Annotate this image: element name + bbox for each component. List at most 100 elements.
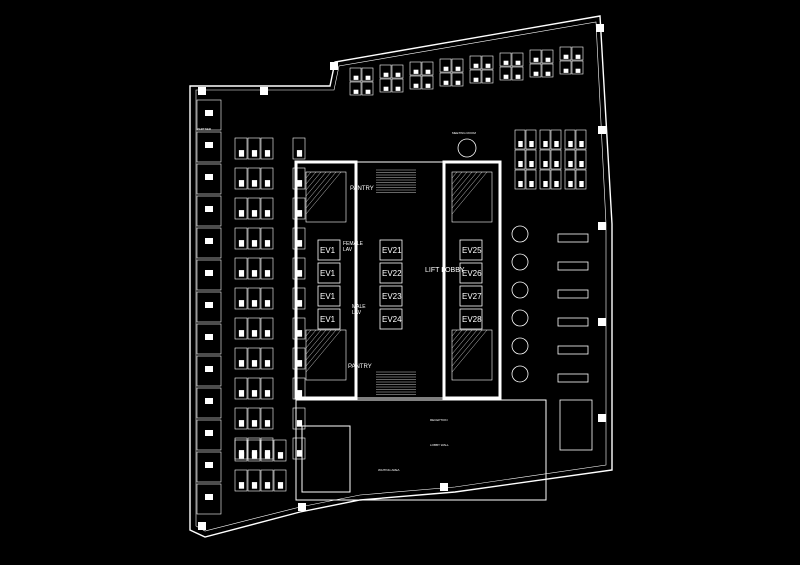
workstation-west-chair [296,240,303,247]
partner-desk [205,270,213,276]
workstation-west-chair [238,360,245,367]
workstation-west-chair [238,150,245,157]
workstation-west [247,137,261,160]
partner-desk [205,462,213,468]
workstation-northeast-chair [554,141,559,147]
workstation-west [292,257,306,280]
board-room [301,425,351,493]
workstation-west-chair [296,360,303,367]
workstation-northeast-chair [518,181,523,187]
workstation-southwest [247,439,261,462]
workstation-north [361,67,374,82]
workstation-west-chair [296,270,303,277]
workstation-north [391,78,404,93]
shaft-hatch [305,171,337,209]
workstation-west-chair [238,180,245,187]
shaft-hatch [305,329,322,349]
workstation-west [292,377,306,400]
workstation-northeast-chair [529,161,534,167]
workstation-north [409,61,422,76]
workstation-north-chair [383,86,389,91]
workstation-north [409,75,422,90]
partner-office [196,323,222,355]
workstation-north [349,81,362,96]
workstation-north [361,81,374,96]
workstation-north-chair [455,66,461,71]
meeting-table [511,281,529,299]
right-lift-label: EV25 [462,246,482,255]
core-shaft [451,171,493,223]
building-inner-outline [195,21,607,532]
workstation-northeast [514,169,526,190]
workstation-north-chair [353,75,359,80]
workstation-west [247,407,261,430]
partner-desk [205,398,213,404]
workstation-west-chair [296,210,303,217]
workstation-west-chair [238,240,245,247]
conference-table [557,261,589,271]
workstation-west-chair [264,300,271,307]
reception-label: RECEPTION [430,418,448,422]
workstation-north-chair [455,80,461,85]
workstation-north [559,46,572,61]
workstation-southwest [234,439,248,462]
structural-column [598,318,606,326]
workstation-northeast [525,129,537,150]
workstation-west [292,197,306,220]
conference-table [557,373,589,383]
right-lift-car [459,308,483,330]
workstation-northeast [550,129,562,150]
workstation-north [541,63,554,78]
workstation-west [260,197,274,220]
workstation-north-chair [563,68,569,73]
workstation-north [481,55,494,70]
workstation-west [292,137,306,160]
workstation-west [292,407,306,430]
workstation-north-chair [515,74,521,79]
right-lift-label: EV27 [462,292,482,301]
mid-lift-label: EV23 [382,292,402,301]
workstation-northeast-chair [554,181,559,187]
mid-lift-car [379,285,403,307]
workstation-southwest-chair [238,452,245,459]
shaft-hatch [451,329,478,361]
workstation-north-chair [533,57,539,62]
workstation-southwest [247,469,261,492]
workstation-west-chair [238,300,245,307]
right-lift-car [459,262,483,284]
workstation-west-chair [251,300,258,307]
workstation-west-chair [264,240,271,247]
workstation-north-chair [413,69,419,74]
workstation-west-chair [296,330,303,337]
workstation-north [439,58,452,73]
structural-column [198,522,206,530]
shaft-hatch [305,329,317,343]
core-shaft [305,329,347,381]
workstation-west [260,227,274,250]
workstation-southwest-chair [264,482,271,489]
structural-column [260,87,268,95]
right-lift-car [459,239,483,261]
right-lift-label: EV28 [462,315,482,324]
shaft-hatch [305,171,327,197]
workstation-west [234,287,248,310]
shaft-hatch [451,329,473,355]
workstation-southwest [273,439,287,462]
left-lift-label: EV1 [320,292,336,301]
right-lift-label: EV26 [462,269,482,278]
workstation-northeast-chair [579,181,584,187]
workstation-north [571,46,584,61]
meeting-room-label-north: MEETING ROOM [452,131,476,135]
shaft-hatch [305,329,342,373]
mid-lift-car [379,239,403,261]
workstation-west-chair [251,360,258,367]
lift-lobby-label: LIFT LOBBY [425,267,465,274]
left-lift-car [317,285,341,307]
partner-office [196,259,222,291]
shaft-hatch [305,329,337,367]
shaft-hatch [451,329,463,343]
structural-column [598,414,606,422]
workstation-north-chair [443,66,449,71]
pantry-label-south: PANTRY [348,364,372,370]
